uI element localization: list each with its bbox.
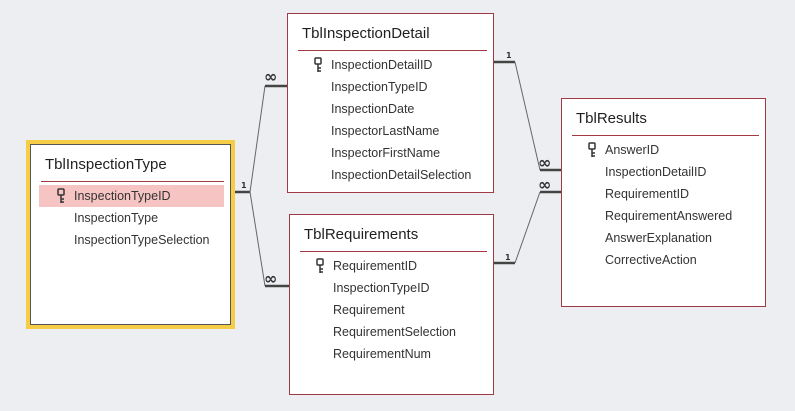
field-name: RequirementNum: [333, 347, 431, 361]
title-divider: [572, 135, 759, 136]
field-name: RequirementSelection: [333, 325, 456, 339]
field-row[interactable]: InspectionType: [31, 207, 230, 229]
field-list: AnswerID InspectionDetailID RequirementI…: [562, 139, 765, 271]
key-icon: [316, 258, 324, 273]
cardinality-one-detail: 1: [506, 51, 512, 60]
field-name: AnswerID: [605, 143, 660, 157]
field-row[interactable]: RequirementNum: [290, 343, 493, 365]
field-name: InspectorFirstName: [331, 146, 441, 160]
table-results[interactable]: TblResults AnswerID InspectionDetailID R…: [561, 98, 766, 307]
field-row[interactable]: InspectionTypeID: [288, 76, 493, 98]
field-name: CorrectiveAction: [605, 253, 697, 267]
title-divider: [298, 50, 487, 51]
field-name: InspectionDetailID: [331, 58, 433, 72]
field-row[interactable]: RequirementID: [562, 183, 765, 205]
field-row-primary-key[interactable]: RequirementID: [290, 255, 493, 277]
cardinality-one-requirements: 1: [505, 253, 511, 262]
cardinality-many-results-requirements: ∞: [538, 175, 551, 194]
field-name: InspectionDetailSelection: [331, 168, 472, 182]
cardinality-one-type: 1: [241, 181, 247, 190]
field-name: InspectionDetailID: [605, 165, 707, 179]
cardinality-many-detail: ∞: [264, 67, 277, 86]
field-row[interactable]: InspectionDate: [288, 98, 493, 120]
field-list: InspectionTypeID InspectionType Inspecti…: [31, 185, 230, 251]
field-row[interactable]: AnswerExplanation: [562, 227, 765, 249]
field-name: Requirement: [333, 303, 405, 317]
field-name: RequirementID: [605, 187, 690, 201]
relationship-detail-results[interactable]: [494, 60, 561, 172]
field-name: InspectionTypeID: [74, 189, 171, 203]
field-row[interactable]: RequirementAnswered: [562, 205, 765, 227]
field-name: InspectionTypeID: [331, 80, 428, 94]
field-list: InspectionDetailID InspectionTypeID Insp…: [288, 54, 493, 186]
key-icon: [314, 57, 322, 72]
field-row[interactable]: Requirement: [290, 299, 493, 321]
field-row[interactable]: InspectionTypeID: [290, 277, 493, 299]
field-row-primary-key[interactable]: InspectionTypeID: [39, 185, 224, 207]
field-row[interactable]: InspectorFirstName: [288, 142, 493, 164]
field-row[interactable]: RequirementSelection: [290, 321, 493, 343]
cardinality-many-results-detail: ∞: [538, 153, 551, 172]
table-title[interactable]: TblResults: [576, 110, 647, 127]
field-row-primary-key[interactable]: InspectionDetailID: [288, 54, 493, 76]
title-divider: [41, 181, 224, 182]
field-row[interactable]: InspectionDetailID: [562, 161, 765, 183]
field-row-primary-key[interactable]: AnswerID: [562, 139, 765, 161]
cardinality-many-requirements: ∞: [264, 269, 277, 288]
field-name: AnswerExplanation: [605, 231, 713, 245]
table-title[interactable]: TblRequirements: [304, 226, 419, 243]
field-name: InspectionTypeSelection: [74, 233, 210, 247]
field-name: RequirementID: [333, 259, 418, 273]
key-icon: [57, 188, 65, 203]
field-name: InspectionTypeID: [333, 281, 430, 295]
table-title[interactable]: TblInspectionDetail: [302, 25, 430, 42]
field-list: RequirementID InspectionTypeID Requireme…: [290, 255, 493, 365]
relationship-type-requirements[interactable]: [249, 191, 289, 288]
table-title[interactable]: TblInspectionType: [45, 156, 167, 173]
table-inspection-type[interactable]: TblInspectionType InspectionTypeID Inspe…: [26, 140, 235, 329]
field-name: InspectionDate: [331, 102, 415, 116]
relationship-type-detail[interactable]: [234, 84, 287, 194]
field-row[interactable]: InspectionTypeSelection: [31, 229, 230, 251]
field-name: InspectorLastName: [331, 124, 440, 138]
key-icon: [588, 142, 596, 157]
table-requirements[interactable]: TblRequirements RequirementID Inspection…: [289, 214, 494, 395]
table-inspection-detail[interactable]: TblInspectionDetail InspectionDetailID I…: [287, 13, 494, 193]
field-row[interactable]: InspectorLastName: [288, 120, 493, 142]
field-name: InspectionType: [74, 211, 159, 225]
title-divider: [300, 251, 487, 252]
field-row[interactable]: InspectionDetailSelection: [288, 164, 493, 186]
field-row[interactable]: CorrectiveAction: [562, 249, 765, 271]
field-name: RequirementAnswered: [605, 209, 733, 223]
relationship-requirements-results[interactable]: [494, 190, 561, 265]
